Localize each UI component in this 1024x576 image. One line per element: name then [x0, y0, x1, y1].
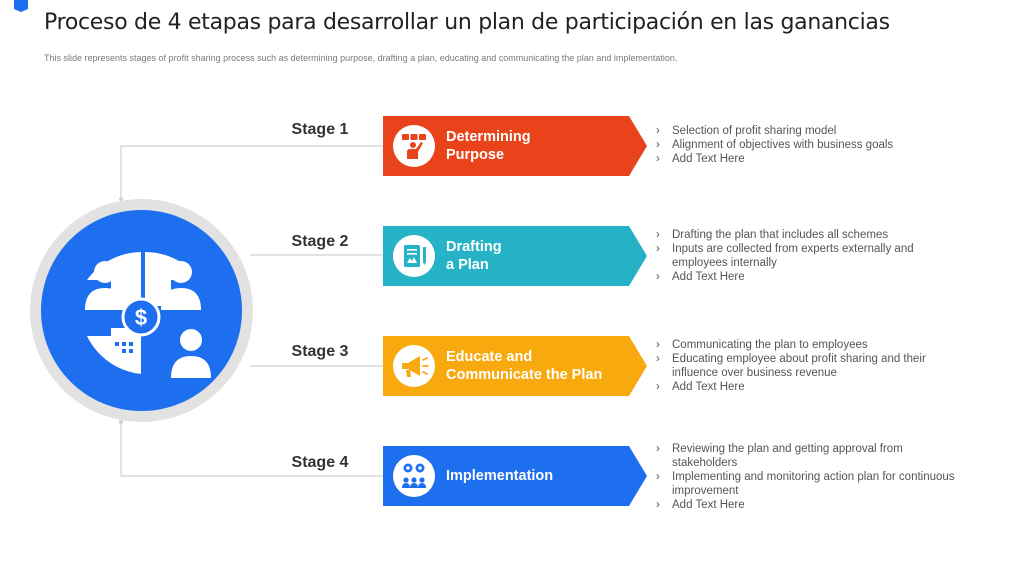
- megaphone-icon: [393, 345, 435, 387]
- stage-4-arrow-shape: [383, 446, 647, 506]
- connector-stage-1: [120, 145, 383, 199]
- stage-1-title: Determining Purpose: [446, 129, 531, 163]
- stage-3-bullet: Educating employee about profit sharing …: [656, 352, 956, 380]
- stage-4-bullet: Reviewing the plan and getting approval …: [656, 442, 956, 470]
- stage-2-bullets: Drafting the plan that includes all sche…: [656, 228, 956, 284]
- stage-2-title: Drafting a Plan: [446, 239, 502, 273]
- stage-4-arrow: Implementation: [383, 446, 647, 506]
- stage-3-bullet: Communicating the plan to employees: [656, 338, 956, 352]
- document-pencil-icon: [393, 235, 435, 277]
- hub-circle: $: [30, 199, 253, 422]
- stage-1-arrow-shape: [383, 116, 647, 176]
- stage-2-arrow-shape: [383, 226, 647, 286]
- svg-text:$: $: [135, 305, 147, 330]
- stage-1-arrow: Determining Purpose: [383, 116, 647, 176]
- connector-stage-4: [120, 422, 383, 477]
- stage-2-bullet: Add Text Here: [656, 270, 956, 284]
- presenter-board-icon: [393, 125, 435, 167]
- stage-3-bullet: Add Text Here: [656, 380, 956, 394]
- stage-2-label: Stage 2: [291, 233, 349, 250]
- page-title: Proceso de 4 etapas para desarrollar un …: [44, 10, 890, 35]
- stage-4-bullets: Reviewing the plan and getting approval …: [656, 442, 956, 512]
- stage-3-title: Educate and Communicate the Plan: [446, 349, 603, 383]
- stage-3-arrow: Educate and Communicate the Plan: [383, 336, 647, 396]
- page-subtitle: This slide represents stages of profit s…: [44, 53, 678, 63]
- stage-1-label: Stage 1: [291, 121, 349, 138]
- stage-1-bullet: Add Text Here: [656, 152, 956, 166]
- gears-team-icon: [393, 455, 435, 497]
- stage-3-arrow-shape: [383, 336, 647, 396]
- stage-2-arrow: Drafting a Plan: [383, 226, 647, 286]
- hub-inner-circle: $: [41, 210, 242, 411]
- profit-sharing-team-icon: $: [85, 251, 211, 378]
- stage-1-bullet: Alignment of objectives with business go…: [656, 138, 956, 152]
- stage-4-bullet: Implementing and monitoring action plan …: [656, 470, 956, 498]
- stage-1-bullet: Selection of profit sharing model: [656, 124, 956, 138]
- stage-2-bullet: Inputs are collected from experts extern…: [656, 242, 956, 270]
- stage-4-label: Stage 4: [291, 454, 349, 471]
- stage-3-bullets: Communicating the plan to employees Educ…: [656, 338, 956, 394]
- stage-4-title: Implementation: [446, 468, 554, 484]
- corner-hexagon-icon: [14, 0, 28, 12]
- stage-2-bullet: Drafting the plan that includes all sche…: [656, 228, 956, 242]
- stage-3-label: Stage 3: [291, 343, 349, 360]
- stage-4-bullet: Add Text Here: [656, 498, 956, 512]
- stage-1-bullets: Selection of profit sharing model Alignm…: [656, 124, 956, 166]
